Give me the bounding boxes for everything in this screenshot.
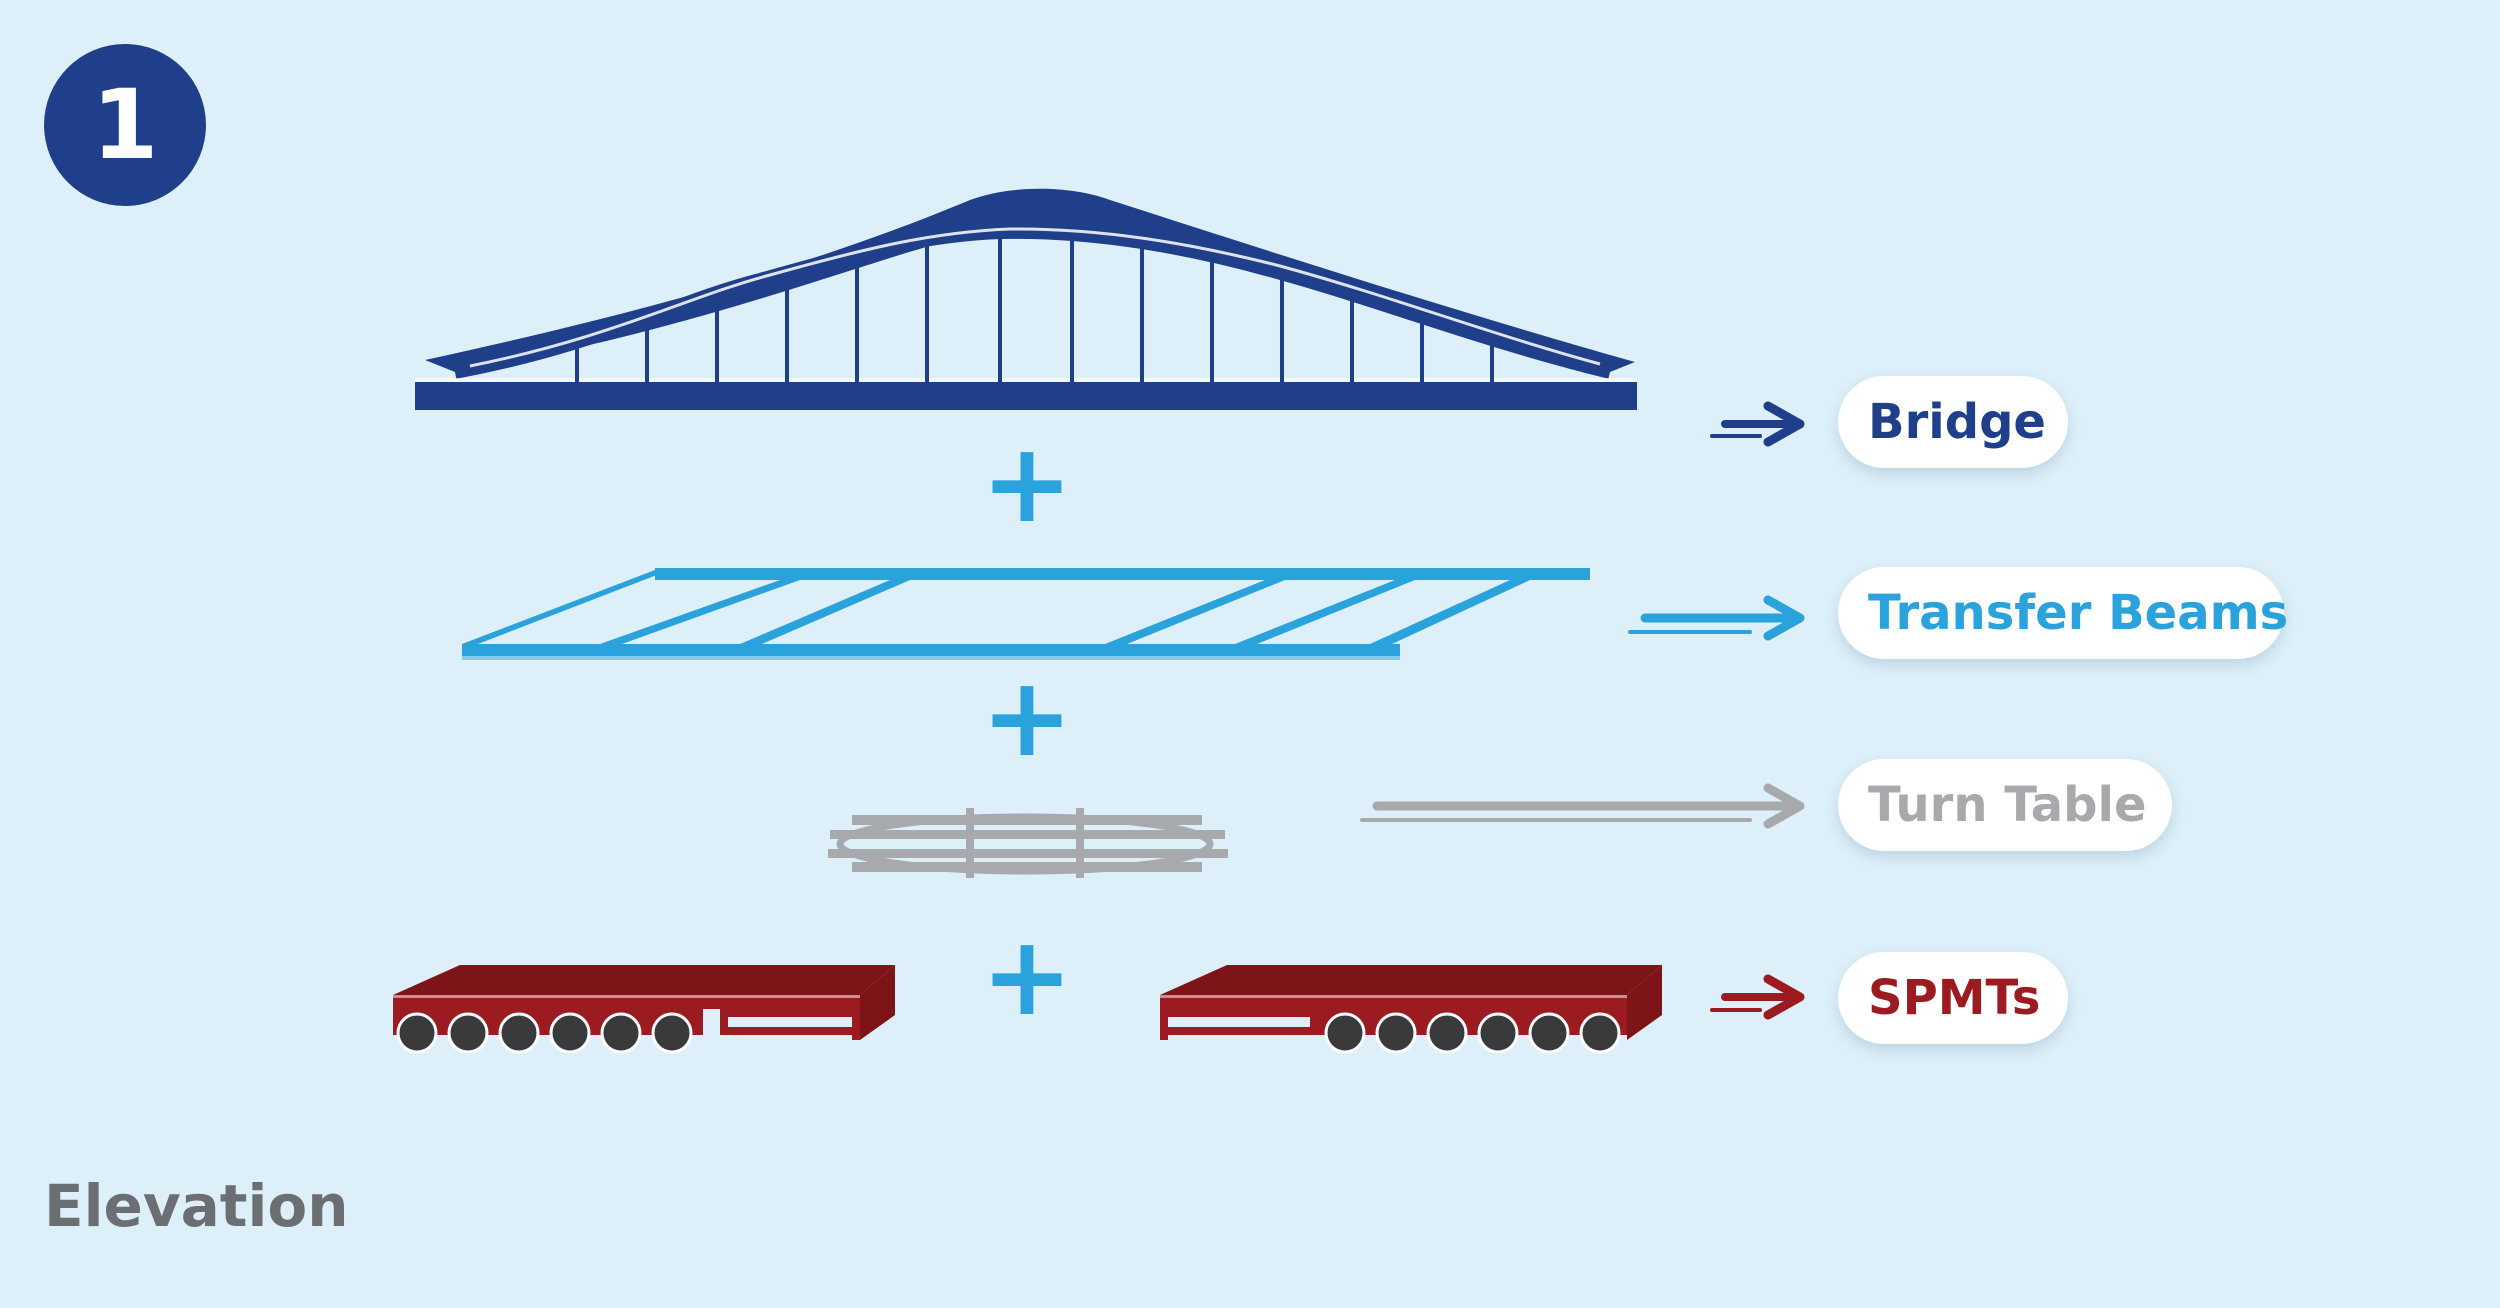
transfer-beams-arrow-icon [1628,595,1805,641]
transfer-beams-label: Transfer Beams [1868,585,2289,641]
spmts-label: SPMTs [1868,970,2041,1026]
turn-table-icon [828,808,1228,878]
plus-sign-2: + [981,653,1073,781]
plus-sign-1: + [981,419,1073,547]
spmt-right-icon [1160,965,1662,1054]
bridge-icon [415,188,1637,410]
transfer-beams-label-pill: Transfer Beams [1838,567,2288,659]
bridge-arrow-icon [1710,401,1805,447]
spmts-label-pill: SPMTs [1838,952,2068,1044]
transfer-beams-icon [462,568,1590,660]
step-number: 1 [91,69,159,181]
turn-table-label-pill: Turn Table [1838,759,2172,851]
bridge-label-pill: Bridge [1838,376,2068,468]
step-number-badge: 1 [44,44,206,206]
spmts-arrow-icon [1710,974,1805,1020]
view-label: Elevation [44,1172,349,1240]
turn-table-arrow-icon [1360,783,1805,829]
turn-table-label: Turn Table [1868,777,2147,833]
plus-sign-3: + [981,912,1073,1040]
spmt-left-icon [393,965,895,1054]
bridge-label: Bridge [1868,394,2046,450]
